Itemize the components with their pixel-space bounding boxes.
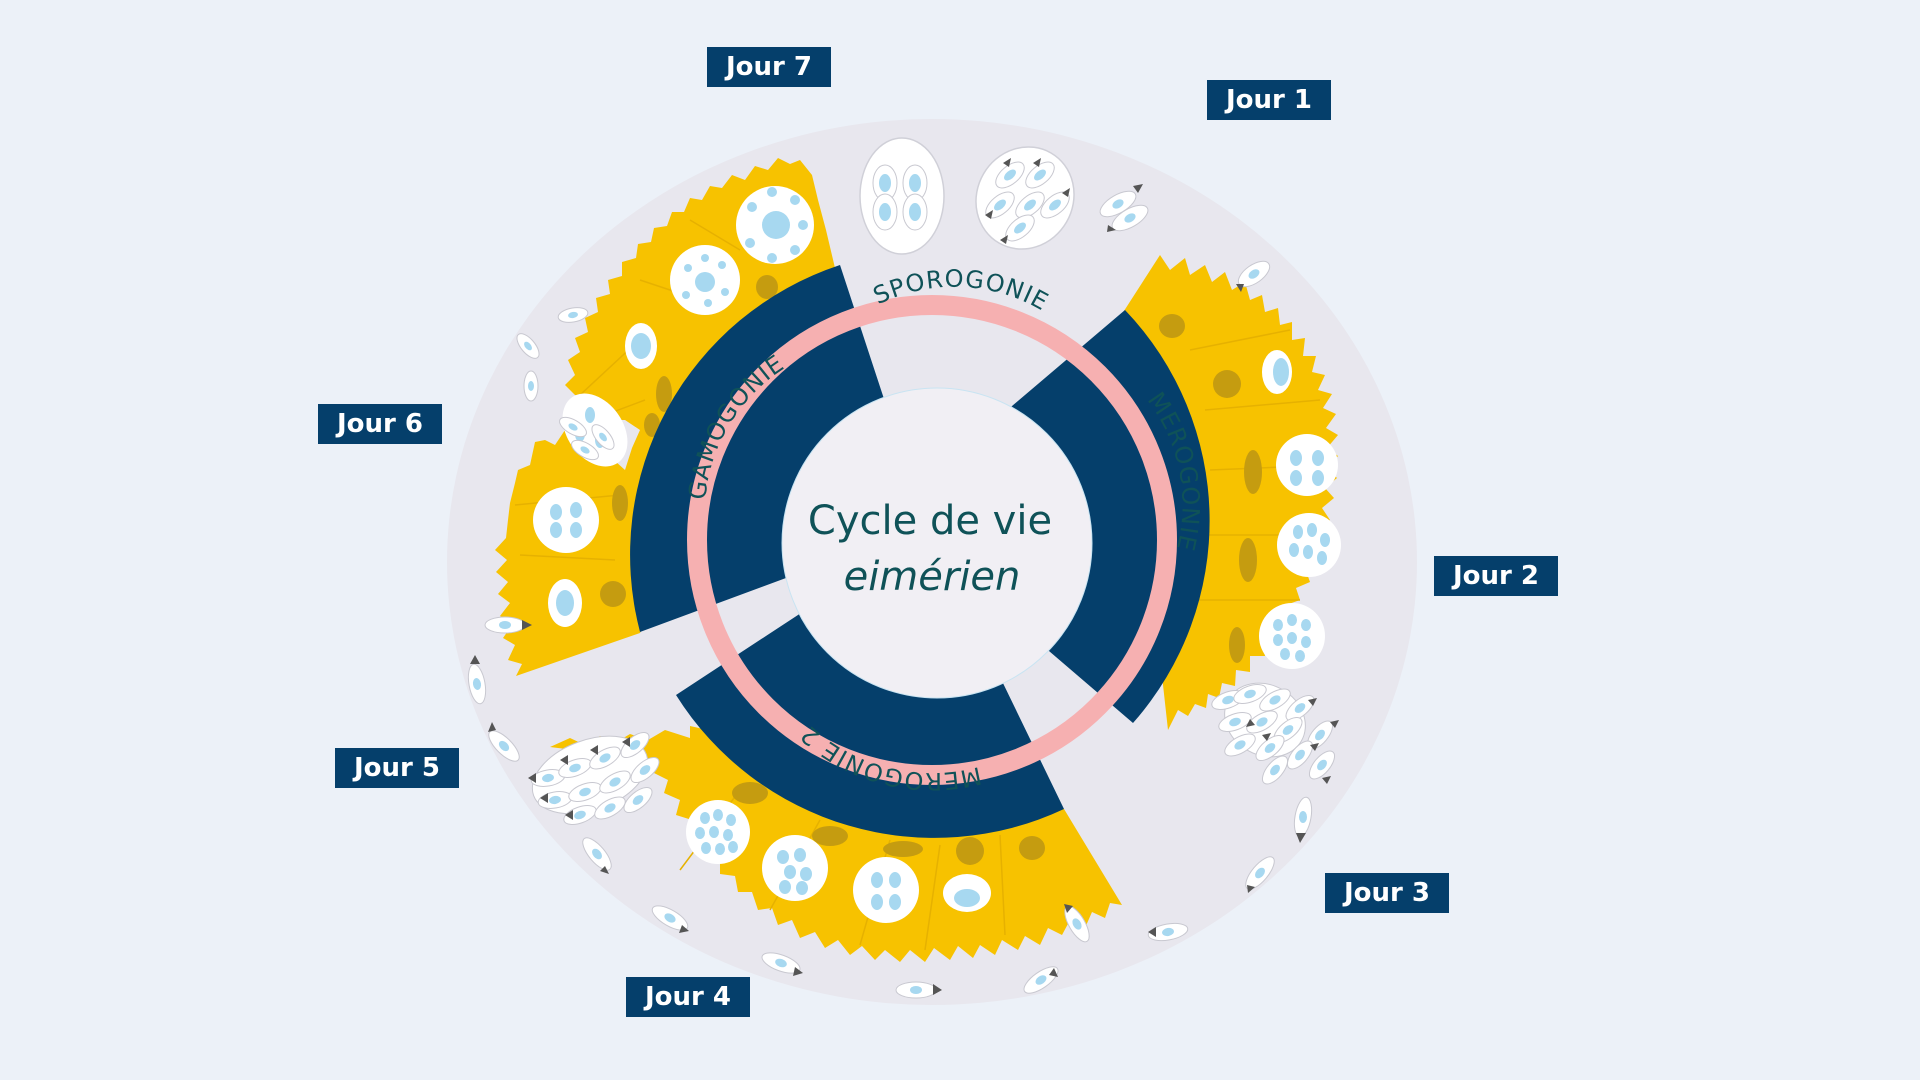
center-title-line2: eimérien: [844, 554, 1021, 600]
merozoites-free-day5: [467, 655, 520, 762]
day-label-jour6: Jour 6: [318, 404, 442, 444]
day-label-jour3: Jour 3: [1325, 873, 1449, 913]
oocyst-excysting: [975, 146, 1075, 250]
day-label-jour2: Jour 2: [1434, 556, 1558, 596]
day-label-jour1: Jour 1: [1207, 80, 1331, 120]
day-label-jour4: Jour 4: [626, 977, 750, 1017]
gametes-free-day6: [484, 307, 615, 634]
merozoites-free-day3: [1023, 796, 1313, 994]
day-label-jour5: Jour 5: [335, 748, 459, 788]
merozoite-cluster-day3: [1211, 682, 1339, 785]
sporozoite-pair-day1: [1099, 184, 1149, 232]
sporozoite-entering-day2: [1236, 260, 1271, 292]
epithelium-merogonie: [1122, 255, 1341, 730]
phase-ring: [687, 295, 1177, 785]
center-title-line1: Cycle de vie: [808, 498, 1052, 544]
merozoite-cluster-day5: [528, 731, 660, 826]
day-label-jour7: Jour 7: [707, 47, 831, 87]
merozoites-free-day4: [582, 837, 942, 999]
epithelium-merogonie-2: [550, 726, 1122, 962]
free-parasites: [467, 184, 1339, 999]
center-disc: [781, 387, 1093, 699]
oocyst-sporulated: [859, 137, 945, 255]
